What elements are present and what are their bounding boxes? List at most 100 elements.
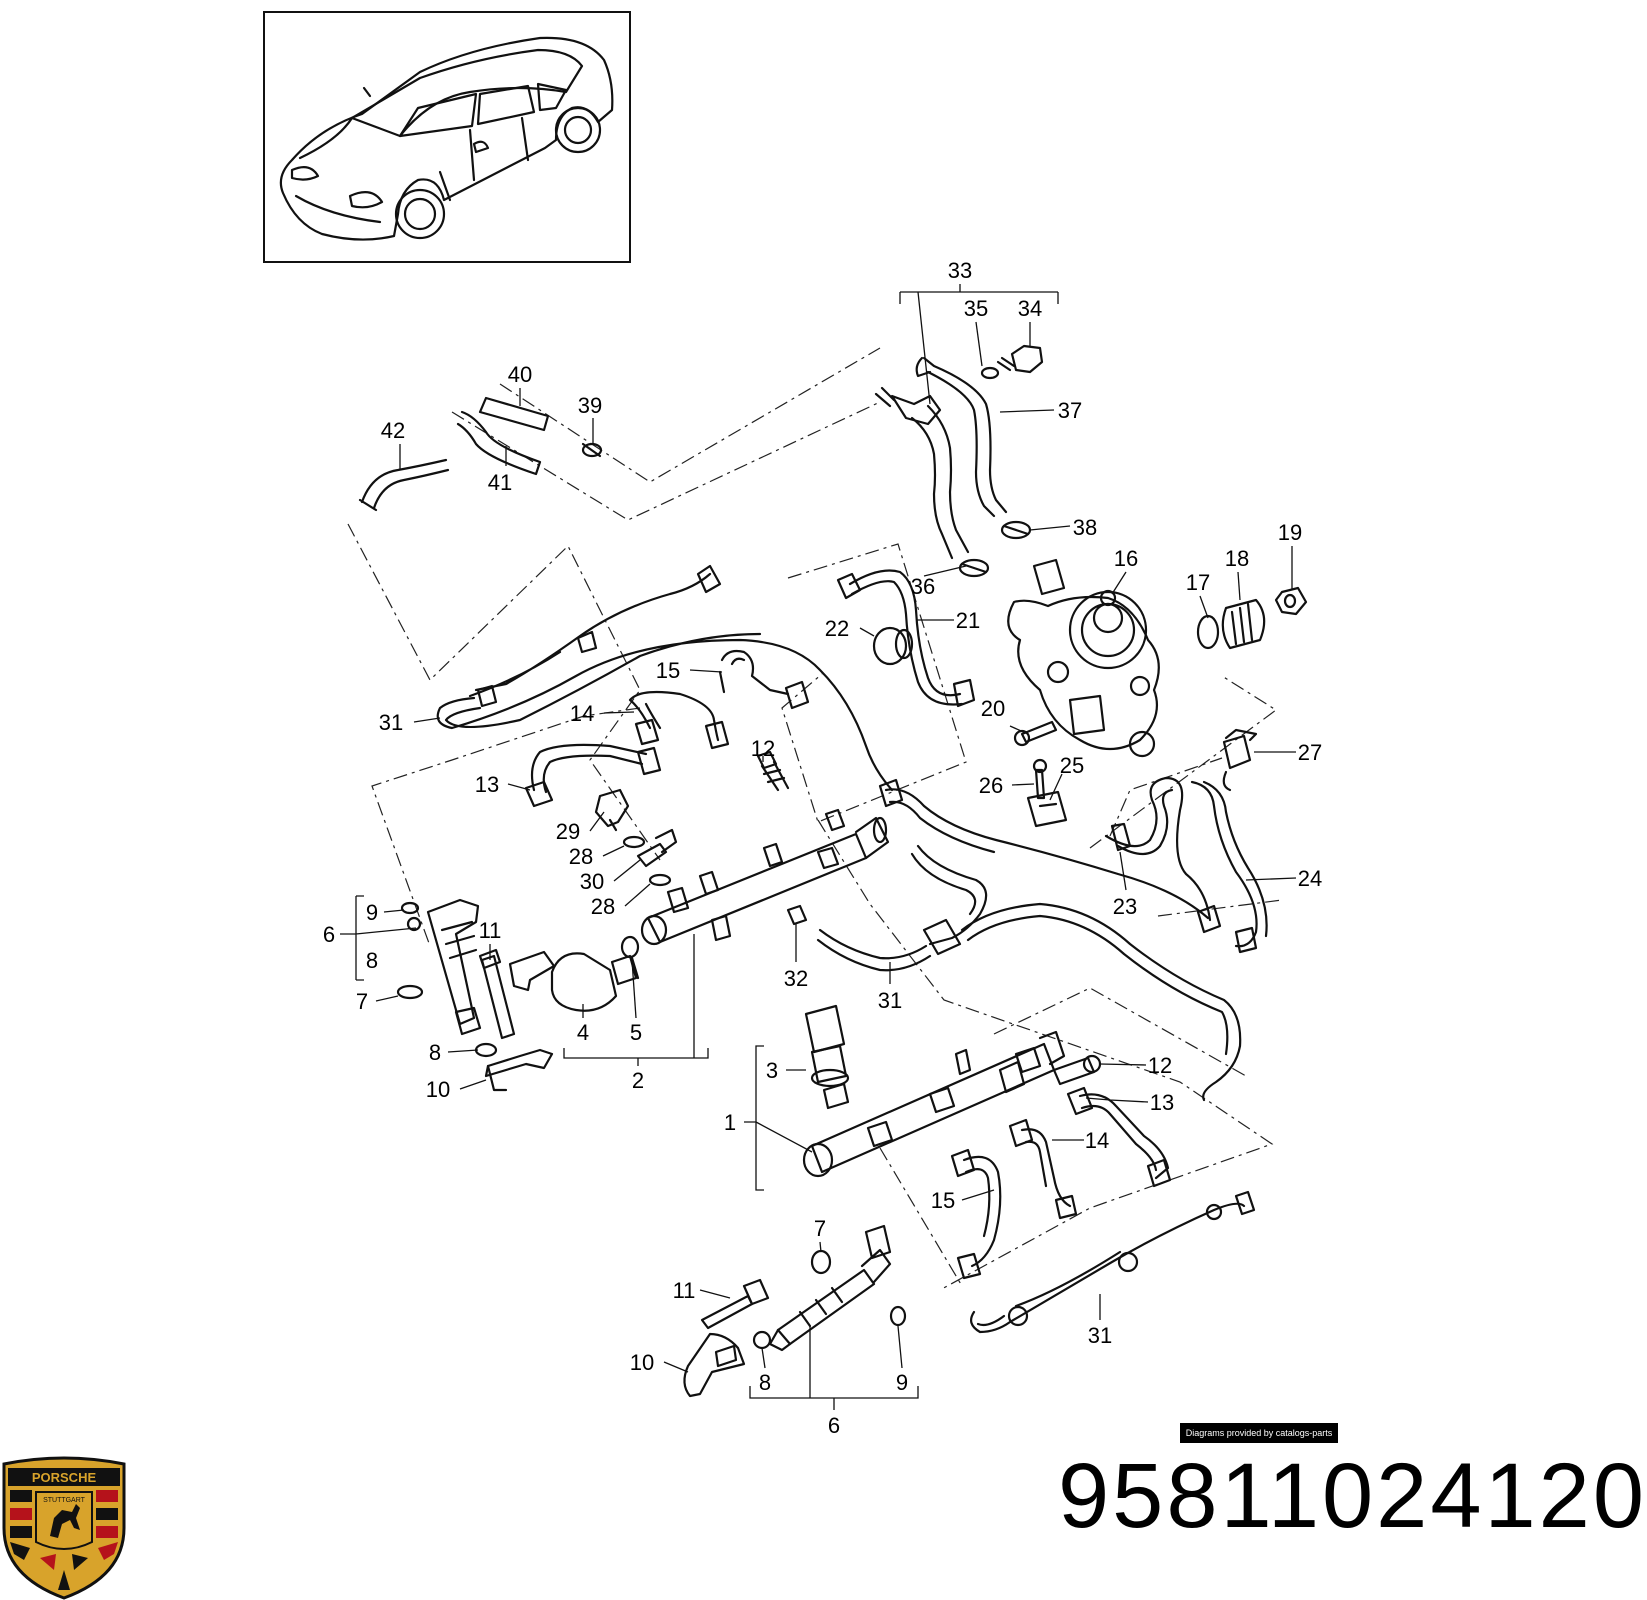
hose-36-upper	[910, 404, 970, 560]
callout-c14a: 14	[570, 701, 594, 726]
nut-19	[1274, 586, 1308, 616]
callout-c26: 26	[979, 773, 1003, 798]
callout-c8c: 8	[759, 1370, 771, 1395]
callout-c1: 1	[724, 1110, 736, 1135]
callout-c5: 5	[630, 1020, 642, 1045]
leader-lines	[340, 284, 1297, 1410]
callout-c33a: 33	[948, 258, 972, 283]
pressure-valve-4	[508, 950, 640, 1012]
clip-25	[1026, 790, 1068, 828]
bolt-26	[1032, 758, 1048, 800]
sensor-34	[996, 344, 1044, 374]
high-pressure-pump	[1007, 558, 1160, 758]
callout-c38: 38	[1073, 515, 1097, 540]
callout-c14b: 14	[1085, 1128, 1109, 1153]
cap-32	[786, 904, 808, 926]
callout-c29: 29	[556, 819, 580, 844]
callout-c8a: 8	[366, 948, 378, 973]
fitting-30	[636, 828, 678, 868]
callout-c22: 22	[825, 616, 849, 641]
callout-c31b: 31	[878, 988, 902, 1013]
callout-c32: 32	[784, 966, 808, 991]
callout-c2: 2	[632, 1068, 644, 1093]
diagram-credit: Diagrams provided by catalogs-parts	[1180, 1423, 1338, 1443]
callout-c10a: 10	[426, 1077, 450, 1102]
callout-c7a: 7	[356, 989, 368, 1014]
callout-c3: 3	[766, 1058, 778, 1083]
callout-c11b: 11	[673, 1278, 696, 1303]
callout-c20: 20	[981, 696, 1005, 721]
injector-assembly-lower	[683, 1224, 907, 1398]
bolt-12-lower	[1052, 1054, 1102, 1086]
callout-c15a: 15	[656, 658, 680, 683]
return-hose-group	[358, 344, 1044, 578]
callout-c6b: 6	[828, 1413, 840, 1438]
bolt-20	[1013, 720, 1058, 747]
clamp-39	[581, 442, 603, 458]
clamp-35	[980, 366, 1000, 380]
callout-c31a: 31	[379, 710, 403, 735]
injector-lines-upper	[524, 649, 810, 808]
return-line-31-upper	[436, 564, 894, 792]
injector-assembly-left	[396, 898, 554, 1092]
banjo-bolt-29	[594, 788, 630, 832]
callout-c28a: 28	[569, 844, 593, 869]
callout-c6a: 6	[323, 922, 335, 947]
callout-c17: 17	[1186, 570, 1210, 595]
svg-text:STUTTGART: STUTTGART	[43, 1497, 86, 1504]
callout-c42: 42	[381, 418, 405, 443]
callout-c13a: 13	[475, 772, 499, 797]
callout-c35: 35	[964, 296, 988, 321]
fuel-line-23	[1104, 776, 1212, 922]
callout-c19: 19	[1278, 520, 1302, 545]
callout-c21: 21	[956, 608, 980, 633]
callout-c34: 34	[1018, 296, 1042, 321]
callout-c36: 36	[911, 574, 935, 599]
callout-c25: 25	[1060, 753, 1084, 778]
callout-c41: 41	[488, 470, 512, 495]
hose-42	[360, 458, 450, 510]
callout-c23: 23	[1113, 894, 1137, 919]
return-line-31-lower	[969, 1190, 1256, 1334]
callout-c12b: 12	[1148, 1053, 1172, 1078]
callout-c9b: 9	[896, 1370, 908, 1395]
callout-c10b: 10	[630, 1350, 654, 1375]
callout-c9a: 9	[366, 900, 378, 925]
callout-c4: 4	[577, 1020, 589, 1045]
fuel-rail-upper	[640, 808, 890, 946]
callout-c30: 30	[580, 869, 604, 894]
seal-ring-17	[1196, 614, 1220, 650]
callout-c18: 18	[1225, 546, 1249, 571]
exploded-parts-diagram: 3335344039374241381916181736222115143120…	[263, 11, 1322, 1438]
callout-c39: 39	[578, 393, 602, 418]
callout-c40: 40	[508, 362, 532, 387]
hose-41	[456, 410, 542, 476]
gear-18	[1221, 598, 1266, 650]
callout-c8b: 8	[429, 1040, 441, 1065]
valve-27	[1222, 728, 1258, 792]
part-number: 95811024120	[1058, 1445, 1647, 1547]
callout-c37: 37	[1058, 398, 1082, 423]
callout-c13b: 13	[1150, 1090, 1174, 1115]
injector-lines-lower	[950, 1086, 1172, 1280]
porsche-crest-logo: PORSCHE STUTTGART	[2, 1456, 126, 1600]
return-line-31-middle	[816, 778, 1242, 1102]
assembly-guide-lines	[347, 347, 1283, 1291]
callout-c31c: 31	[1088, 1323, 1112, 1348]
seal-5	[620, 935, 640, 959]
fuel-line-21	[836, 569, 976, 708]
pressure-sensor-3	[804, 1004, 850, 1110]
callout-c7b: 7	[814, 1216, 826, 1241]
fuel-rail-lower	[802, 1004, 1066, 1178]
callout-c15b: 15	[931, 1188, 955, 1213]
hose-40	[478, 396, 550, 432]
hose-37	[922, 356, 1008, 518]
callout-c27: 27	[1298, 740, 1322, 765]
clamp-38	[1000, 520, 1032, 540]
callout-c16: 16	[1114, 546, 1138, 571]
svg-text:PORSCHE: PORSCHE	[32, 1470, 97, 1485]
washer-28b	[648, 873, 672, 887]
vehicle-thumbnail	[263, 11, 631, 263]
callout-c11a: 11	[479, 918, 502, 943]
